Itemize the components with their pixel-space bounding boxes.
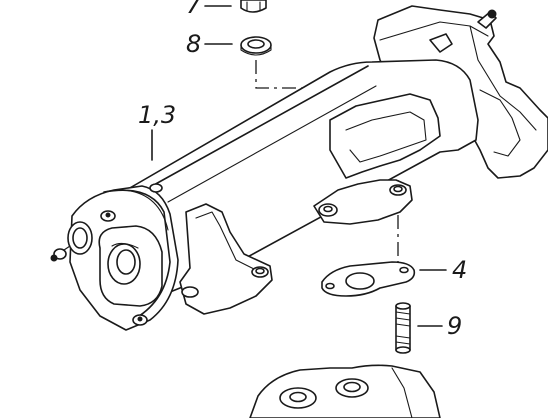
- cooler-body-part-1-3: [50, 5, 548, 331]
- washer-part-8: [240, 36, 272, 56]
- callout-label-8: 8: [186, 30, 202, 58]
- lower-housing-part: [249, 364, 441, 418]
- callout-label-7: 7: [186, 0, 202, 19]
- callout-label-4: 4: [452, 256, 468, 284]
- nut-part-7: [240, 0, 267, 13]
- stud-part-9: [395, 302, 411, 354]
- callout-label-1-3: 1,3: [138, 101, 177, 129]
- callout-label-9: 9: [447, 312, 463, 340]
- assembly-path-line: [255, 60, 399, 268]
- gasket-part-4: [321, 261, 416, 297]
